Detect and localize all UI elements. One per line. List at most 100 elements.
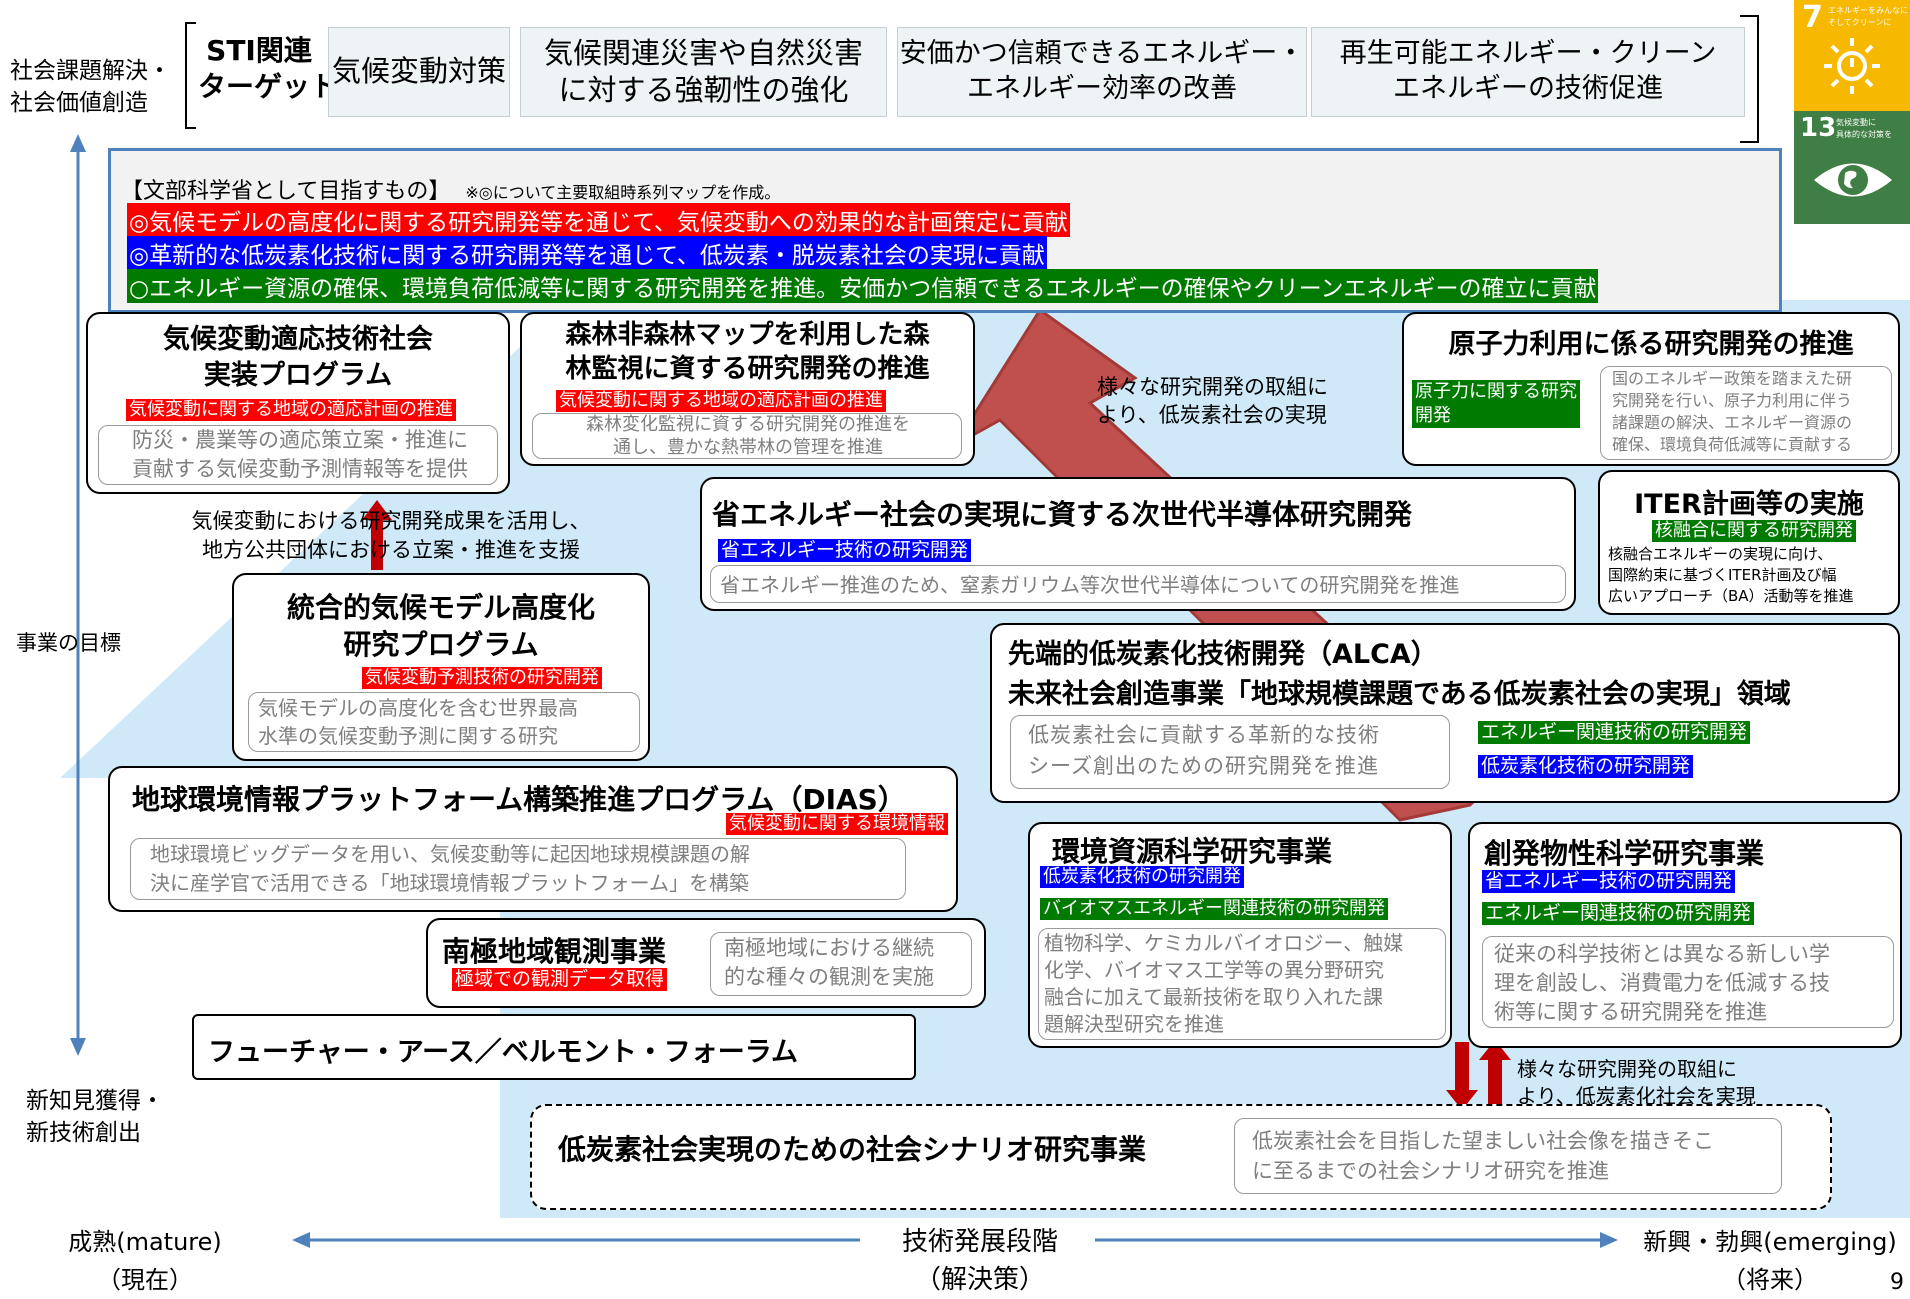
social-value-label-line2: 社会価値創造 — [10, 90, 148, 116]
dias-desc-line1: 地球環境ビッグデータを用い、気候変動等に起因地球規模課題の解 — [150, 842, 750, 866]
forest-tag: 気候変動に関する地域の適応計画の推進 — [556, 390, 886, 412]
x-right-line1: 新興・勃興(emerging) — [1643, 1228, 1897, 1256]
forest-desc-line1: 森林変化監視に資する研究開発の推進を — [586, 414, 910, 435]
climate-model-title: 統合的気候モデル高度化 研究プログラム — [234, 589, 648, 663]
support-note-line2: 地方公共団体における立案・推進を支援 — [202, 538, 580, 562]
antarctic-desc: 南極地域における継続 的な種々の観測を実施 — [724, 934, 934, 992]
emergent-title: 創発物性科学研究事業 — [1484, 837, 1765, 870]
x-axis-right-label: 新興・勃興(emerging) （将来） — [1636, 1223, 1904, 1299]
dias-title: 地球環境情報プラットフォーム構築推進プログラム（DIAS） — [132, 783, 906, 816]
x-axis-left-label: 成熟(mature) （現在） — [60, 1223, 230, 1299]
emergent-tag-energy-saving: 省エネルギー技術の研究開発 — [1482, 870, 1736, 893]
goals-note: ※◎について主要取組時系列マップを作成。 — [465, 183, 781, 202]
climate-model-title-line2: 研究プログラム — [343, 628, 539, 661]
climate-model-desc-bracket — [248, 692, 640, 752]
nuclear-tag: 原子力に関する研究 開発 — [1412, 380, 1580, 428]
nuclear-tag-line1: 原子力に関する研究 — [1415, 381, 1577, 402]
support-note: 気候変動における研究開発成果を活用し、 地方公共団体における立案・推進を支援 — [178, 507, 604, 565]
climate-model-desc: 気候モデルの高度化を含む世界最高 水準の気候変動予測に関する研究 — [258, 694, 578, 750]
target-efficiency-line2: エネルギー効率の改善 — [967, 73, 1237, 104]
y-bottom-line1: 新知見獲得・ — [26, 1088, 164, 1114]
adaptation-tag: 気候変動に関する地域の適応計画の推進 — [126, 399, 456, 421]
program-future-earth: フューチャー・アース／ベルモント・フォーラム — [192, 1014, 916, 1080]
program-social-scenario: 低炭素社会実現のための社会シナリオ研究事業 低炭素社会を目指した望ましい社会像を… — [530, 1104, 1832, 1210]
adaptation-desc: 防災・農業等の適応策立案・推進に 貢献する気候変動予測情報等を提供 — [110, 426, 490, 484]
program-climate-model: 統合的気候モデル高度化 研究プログラム 気候変動予測技術の研究開発 気候モデルの… — [232, 573, 650, 761]
adaptation-desc-line2: 貢献する気候変動予測情報等を提供 — [132, 457, 468, 481]
program-adaptation: 気候変動適応技術社会 実装プログラム 気候変動に関する地域の適応計画の推進 防災… — [86, 312, 510, 494]
center-note-line2: より、低炭素社会の実現 — [1097, 403, 1327, 427]
climate-model-desc-line1: 気候モデルの高度化を含む世界最高 — [258, 696, 578, 720]
vertical-axis-arrow-down — [70, 1038, 86, 1056]
horizontal-axis-arrow-right — [1600, 1232, 1618, 1248]
goals-heading-row: 【文部科学省として目指すもの】 ※◎について主要取組時系列マップを作成。 — [121, 173, 780, 205]
env-desc-line2: 化学、バイオマス工学等の異分野研究 — [1044, 958, 1384, 982]
dias-desc-bracket — [130, 838, 906, 900]
iter-desc-line1: 核融合エネルギーの実現に向け、 — [1608, 545, 1833, 563]
up-arrow-shaft — [1488, 1058, 1502, 1110]
program-emergent-matter: 創発物性科学研究事業 省エネルギー技術の研究開発 エネルギー関連技術の研究開発 … — [1468, 822, 1902, 1048]
alca-title-line2: 未来社会創造事業「地球規模課題である低炭素社会の実現」領域 — [1008, 679, 1791, 710]
goal-energy-resources: ○エネルギー資源の確保、環境負荷低減等に関する研究開発を推進。安価かつ信頼できる… — [127, 269, 1599, 303]
y-axis-label: 事業の目標 — [16, 631, 121, 655]
alca-title-line1: 先端的低炭素化技術開発（ALCA） — [1008, 639, 1438, 670]
iter-desc-line2: 国際約束に基づくITER計画及び幅 — [1608, 566, 1837, 584]
nuclear-desc-line2: 究開発を行い、原子力利用に伴う — [1612, 391, 1853, 410]
env-tag-biomass: バイオマスエネルギー関連技術の研究開発 — [1040, 898, 1388, 920]
nuclear-desc: 国のエネルギー政策を踏まえた研 究開発を行い、原子力利用に伴う 諸課題の解決、エ… — [1612, 368, 1852, 456]
adaptation-title: 気候変動適応技術社会 実装プログラム — [88, 322, 508, 394]
sti-label-line2: ターゲット — [198, 70, 339, 103]
alca-desc-line1: 低炭素社会に貢献する革新的な技術 — [1028, 723, 1380, 747]
forest-title-line1: 森林非森林マップを利用した森 — [565, 320, 930, 350]
adaptation-title-line1: 気候変動適応技術社会 — [163, 324, 433, 355]
dias-desc-line2: 決に産学官で活用できる「地球環境情報プラットフォーム」を構築 — [150, 871, 749, 895]
support-note-line1: 気候変動における研究開発成果を活用し、 — [191, 509, 591, 533]
scenario-desc-line1: 低炭素社会を目指した望ましい社会像を描きそこ — [1252, 1129, 1714, 1153]
sdg7-number: 7 — [1802, 0, 1823, 35]
x-left-line1: 成熟(mature) — [68, 1228, 222, 1256]
program-environmental-resources: 環境資源科学研究事業 低炭素化技術の研究開発 バイオマスエネルギー関連技術の研究… — [1028, 822, 1452, 1048]
alca-desc-line2: シーズ創出のための研究開発を推進 — [1028, 754, 1379, 778]
antarctic-desc-line2: 的な種々の観測を実施 — [724, 965, 934, 989]
center-note-line1: 様々な研究開発の取組に — [1097, 375, 1328, 399]
x-axis-center-label: 技術発展段階 （解決策） — [880, 1223, 1080, 1299]
nuclear-desc-line4: 確保、環境負荷低減等に貢献する — [1612, 435, 1853, 454]
env-tag-low-carbon: 低炭素化技術の研究開発 — [1040, 866, 1244, 888]
nuclear-desc-line1: 国のエネルギー政策を踏まえた研 — [1612, 369, 1853, 388]
goals-heading: 【文部科学省として目指すもの】 — [121, 179, 451, 204]
target-climate-action-text: 気候変動対策 — [331, 54, 506, 89]
nuclear-desc-bracket — [1600, 366, 1892, 460]
vertical-axis-arrow-up — [70, 134, 86, 152]
semiconductor-tag: 省エネルギー技術の研究開発 — [718, 539, 972, 562]
forest-desc: 森林変化監視に資する研究開発の推進を 通し、豊かな熱帯林の管理を推進 — [538, 413, 958, 459]
nuclear-desc-line3: 諸課題の解決、エネルギー資源の — [1612, 413, 1853, 432]
alca-tag-low-carbon: 低炭素化技術の研究開発 — [1478, 755, 1694, 778]
target-climate-action: 気候変動対策 — [328, 27, 510, 117]
sdg7-text-2: そしてクリーンに — [1828, 18, 1892, 27]
x-center-line2: （解決策） — [914, 1265, 1045, 1295]
center-arrow-note: 様々な研究開発の取組に より、低炭素社会の実現 — [1097, 373, 1328, 429]
forest-title-line2: 林監視に資する研究開発の推進 — [565, 354, 930, 384]
forest-desc-line2: 通し、豊かな熱帯林の管理を推進 — [613, 437, 883, 458]
scenario-desc: 低炭素社会を目指した望ましい社会像を描きそこ に至るまでの社会シナリオ研究を推進 — [1252, 1126, 1714, 1186]
forest-title: 森林非森林マップを利用した森 林監視に資する研究開発の推進 — [522, 318, 973, 386]
target-clean-line2: エネルギーの技術促進 — [1393, 73, 1663, 104]
climate-model-tag: 気候変動予測技術の研究開発 — [362, 667, 602, 689]
sdg13-text-2: 具体的な対策を — [1836, 130, 1892, 139]
x-left-line2: （現在） — [97, 1266, 193, 1294]
scenario-title: 低炭素社会実現のための社会シナリオ研究事業 — [558, 1133, 1147, 1166]
mext-goals-box: 【文部科学省として目指すもの】 ※◎について主要取組時系列マップを作成。 ◎気候… — [108, 148, 1782, 313]
alca-title: 先端的低炭素化技術開発（ALCA） 未来社会創造事業「地球規模課題である低炭素社… — [1008, 635, 1791, 715]
social-value-label: 社会課題解決・ 社会価値創造 — [10, 55, 171, 119]
semiconductor-desc-bracket — [710, 565, 1566, 603]
target-clean-energy: 再生可能エネルギー・クリーンエネルギーの技術促進 — [1311, 27, 1745, 117]
bottom-note-line1: 様々な研究開発の取組に — [1517, 1057, 1737, 1081]
antarctic-tag: 極域での観測データ取得 — [452, 968, 668, 991]
social-value-label-line1: 社会課題解決・ — [10, 58, 171, 84]
nuclear-title: 原子力利用に係る研究開発の推進 — [1448, 329, 1854, 360]
adaptation-title-line2: 実装プログラム — [203, 360, 393, 391]
program-antarctic: 南極地域観測事業 極域での観測データ取得 南極地域における継続 的な種々の観測を… — [426, 918, 986, 1008]
y-axis-bottom-label: 新知見獲得・ 新技術創出 — [26, 1085, 164, 1149]
env-desc-line1: 植物科学、ケミカルバイオロジー、触媒 — [1044, 931, 1404, 955]
sti-target-label: STI関連 ターゲット — [198, 33, 339, 105]
